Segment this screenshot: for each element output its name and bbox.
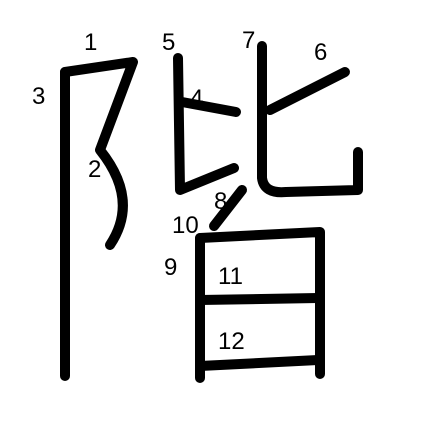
stroke-7: [257, 41, 363, 198]
stroke-number-2: 2: [88, 156, 101, 183]
stroke-number-4: 4: [190, 85, 203, 112]
stroke-number-8: 8: [214, 188, 227, 215]
stroke-1: [60, 57, 138, 250]
stroke-number-7: 7: [242, 27, 255, 54]
stroke-4: [177, 97, 241, 117]
stroke-6: [265, 67, 350, 115]
stroke-number-5: 5: [162, 29, 175, 56]
stroke-number-12: 12: [218, 328, 245, 355]
stroke-number-3: 3: [32, 83, 45, 110]
stroke-number-1: 1: [84, 29, 97, 56]
stroke-12: [195, 355, 323, 371]
stroke-10: [195, 227, 325, 379]
stroke-number-9: 9: [164, 254, 177, 281]
stroke-number-6: 6: [314, 39, 327, 66]
stroke-5: [173, 53, 239, 195]
stroke-8: [209, 185, 247, 231]
stroke-number-10: 10: [172, 212, 199, 239]
stroke-number-11: 11: [218, 263, 243, 290]
stroke-11: [195, 293, 323, 305]
